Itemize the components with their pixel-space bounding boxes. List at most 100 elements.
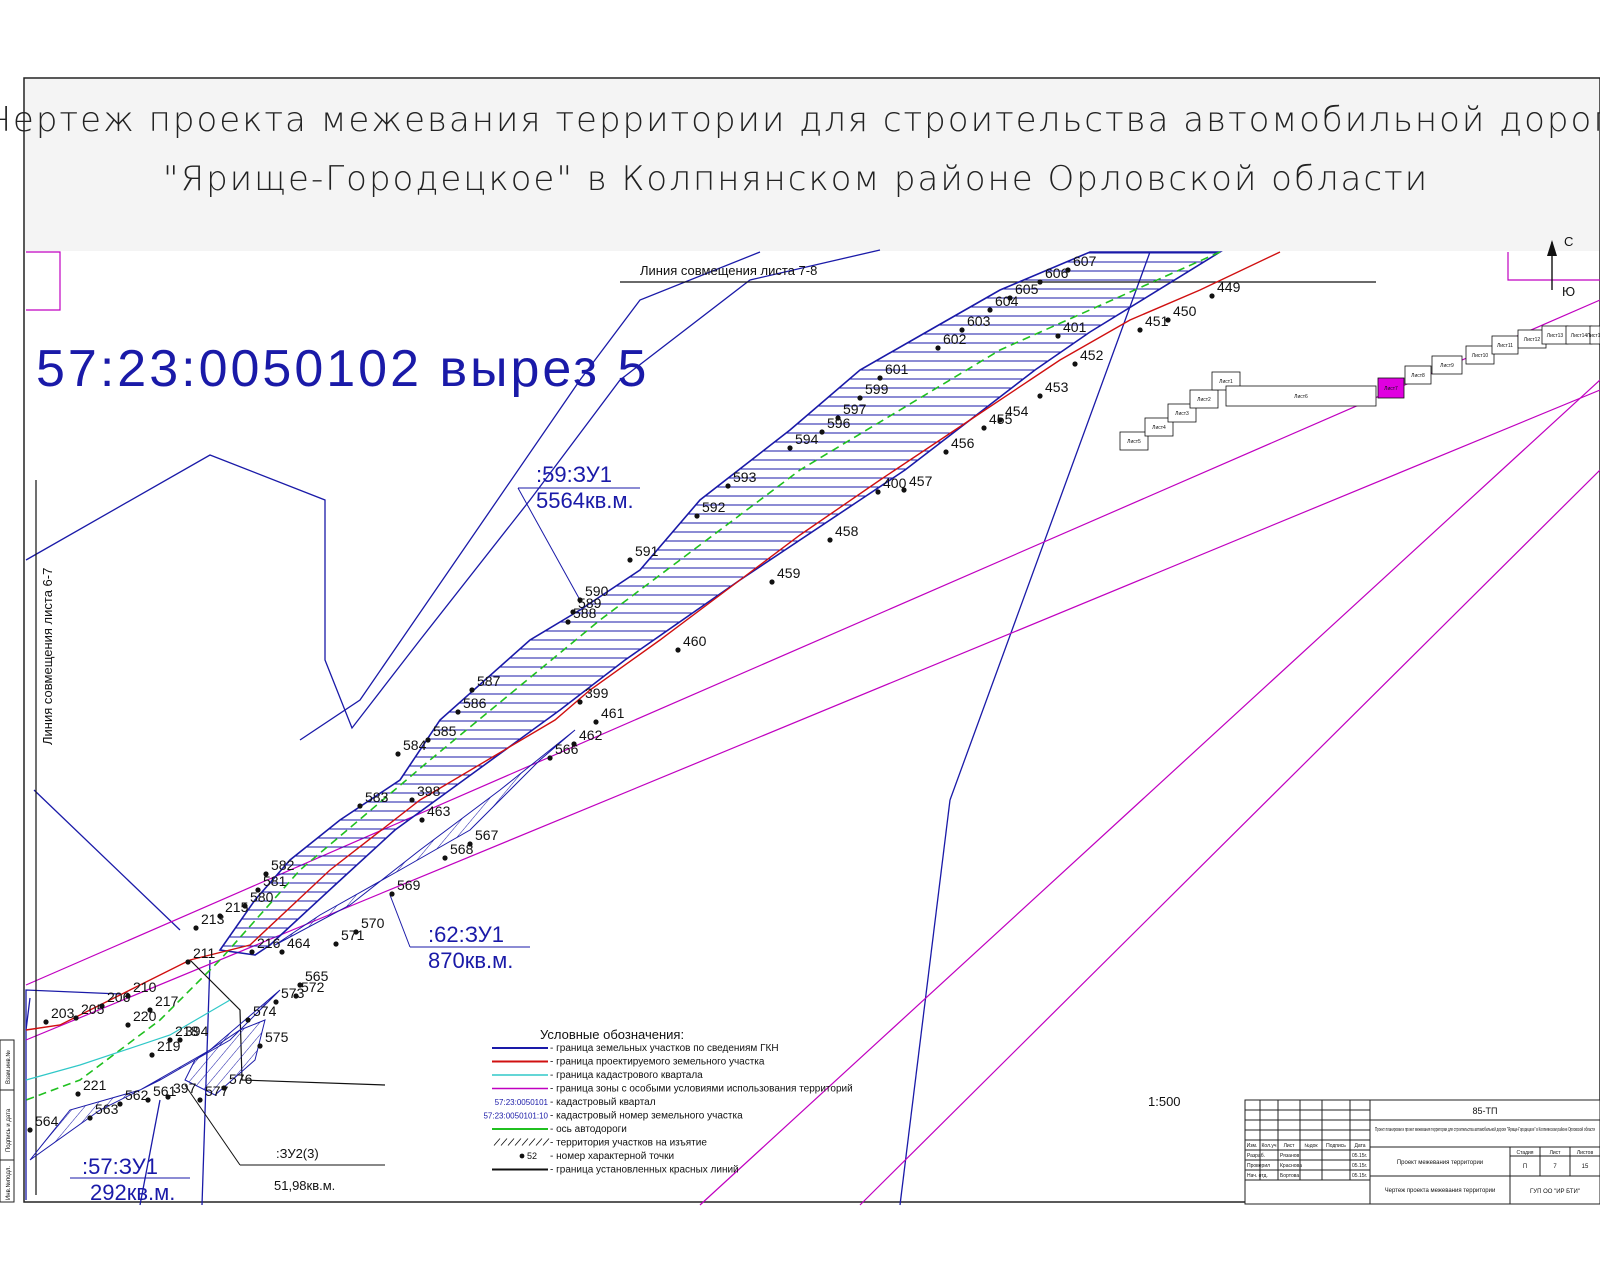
south-label: Ю (1562, 284, 1575, 299)
point-label: 211 (193, 945, 216, 961)
legend-title: Условные обозначения: (540, 1027, 684, 1042)
stamp-header: Кол.уч (1262, 1143, 1277, 1149)
point-marker (99, 1003, 105, 1009)
point-label: 587 (477, 673, 501, 689)
point-marker (297, 982, 303, 988)
point-label: 594 (795, 431, 819, 447)
point-marker (27, 1127, 33, 1133)
legend-sample: 57:23:0050101:10 (483, 1112, 548, 1121)
point-label: 463 (427, 803, 451, 819)
point-label: 464 (287, 935, 311, 951)
side-stamp-2: Подпись и дата (6, 1108, 12, 1152)
point-label: 452 (1080, 347, 1104, 363)
stamp-header: Подпись (1326, 1143, 1346, 1149)
point-marker (242, 903, 248, 909)
point-label: 397 (173, 1080, 197, 1096)
point-marker (249, 949, 255, 955)
legend: Условные обозначения: - граница земельны… (483, 1027, 852, 1176)
point-marker (943, 449, 949, 455)
stamp-section: Проект межевания территории (1397, 1160, 1483, 1166)
legend-item: - граница проектируемого земельного учас… (550, 1057, 765, 1068)
point-marker (935, 345, 941, 351)
point-marker (875, 489, 881, 495)
point-marker (185, 959, 191, 965)
point-marker (273, 999, 279, 1005)
point-marker (165, 1094, 171, 1100)
legend-hatch (493, 1138, 501, 1146)
parcel-label-zu2: :ЗУ2(3) (276, 1146, 319, 1161)
stamp-role: Нач. отд. (1247, 1173, 1268, 1179)
point-label: 606 (1045, 265, 1069, 281)
point-label: 216 (257, 935, 281, 951)
stamp-sheet: 7 (1553, 1164, 1557, 1170)
point-marker (1165, 317, 1171, 323)
parcel-label-59: :59:ЗУ1 (536, 462, 612, 487)
point-label: 401 (1063, 319, 1087, 335)
point-label: 459 (777, 565, 801, 581)
point-label: 586 (463, 695, 487, 711)
point-marker (245, 1017, 251, 1023)
sheet-index-cell (1465, 345, 1495, 365)
point-label: 599 (865, 381, 889, 397)
stamp-stage-hdr: Стадия (1516, 1150, 1533, 1156)
point-marker (819, 429, 825, 435)
stamp-name: Рязанов (1280, 1153, 1299, 1159)
legend-item: - граница кадастрового квартала (550, 1070, 703, 1081)
point-marker (255, 887, 261, 893)
point-marker (177, 1037, 183, 1043)
parcel-label-57: :57:ЗУ1 (82, 1154, 158, 1179)
point-marker (835, 415, 841, 421)
point-label: 591 (635, 543, 659, 559)
stamp-header: №док (1304, 1143, 1318, 1149)
parcel-59-zu1-area (218, 251, 1223, 956)
point-label: 571 (341, 927, 365, 943)
point-label: 217 (155, 993, 179, 1009)
point-label: 589 (578, 595, 602, 611)
stamp-name: Бортова (1280, 1173, 1299, 1179)
point-label: 603 (967, 313, 991, 329)
sheet-index-label: Лист10 (1472, 353, 1489, 359)
point-marker (125, 1022, 131, 1028)
legend-item: - граница земельных участков по сведения… (550, 1043, 779, 1054)
legend-hatch (514, 1138, 522, 1146)
point-label: 451 (1145, 313, 1169, 329)
point-marker (1137, 327, 1143, 333)
point-marker (75, 1091, 81, 1097)
north-label: С (1564, 234, 1573, 249)
point-marker (469, 687, 475, 693)
point-marker (221, 1085, 227, 1091)
point-label: 203 (51, 1005, 75, 1021)
point-marker (877, 375, 883, 381)
point-label: 607 (1073, 253, 1097, 269)
point-label: 597 (843, 401, 867, 417)
point-label: 218 (175, 1023, 199, 1039)
stamp-sheet-hdr: Лист (1550, 1150, 1562, 1156)
stamp-header: Дата (1354, 1143, 1365, 1149)
point-label: 213 (201, 911, 225, 927)
sheet-index-label: Лист3 (1175, 411, 1189, 417)
point-marker (149, 1052, 155, 1058)
point-marker (389, 891, 395, 897)
sheet-index-label: Лист1 (1219, 379, 1233, 385)
point-marker (987, 307, 993, 313)
point-label: 582 (271, 857, 295, 873)
point-marker (409, 797, 415, 803)
point-marker (395, 751, 401, 757)
point-marker (1065, 267, 1071, 273)
point-label: 400 (883, 475, 907, 491)
point-marker (73, 1015, 79, 1021)
title-panel (25, 79, 1599, 251)
point-marker (769, 579, 775, 585)
point-label: 453 (1045, 379, 1069, 395)
point-label: 454 (1005, 403, 1029, 419)
point-marker (353, 929, 359, 935)
point-marker (675, 647, 681, 653)
point-label: 583 (365, 789, 389, 805)
point-marker (577, 699, 583, 705)
point-label: 590 (585, 583, 609, 599)
point-marker (1037, 393, 1043, 399)
legend-point-label: 52 (527, 1151, 537, 1161)
title-line-1: Чертеж проекта межевания территории для … (0, 100, 1600, 140)
point-marker (425, 737, 431, 743)
